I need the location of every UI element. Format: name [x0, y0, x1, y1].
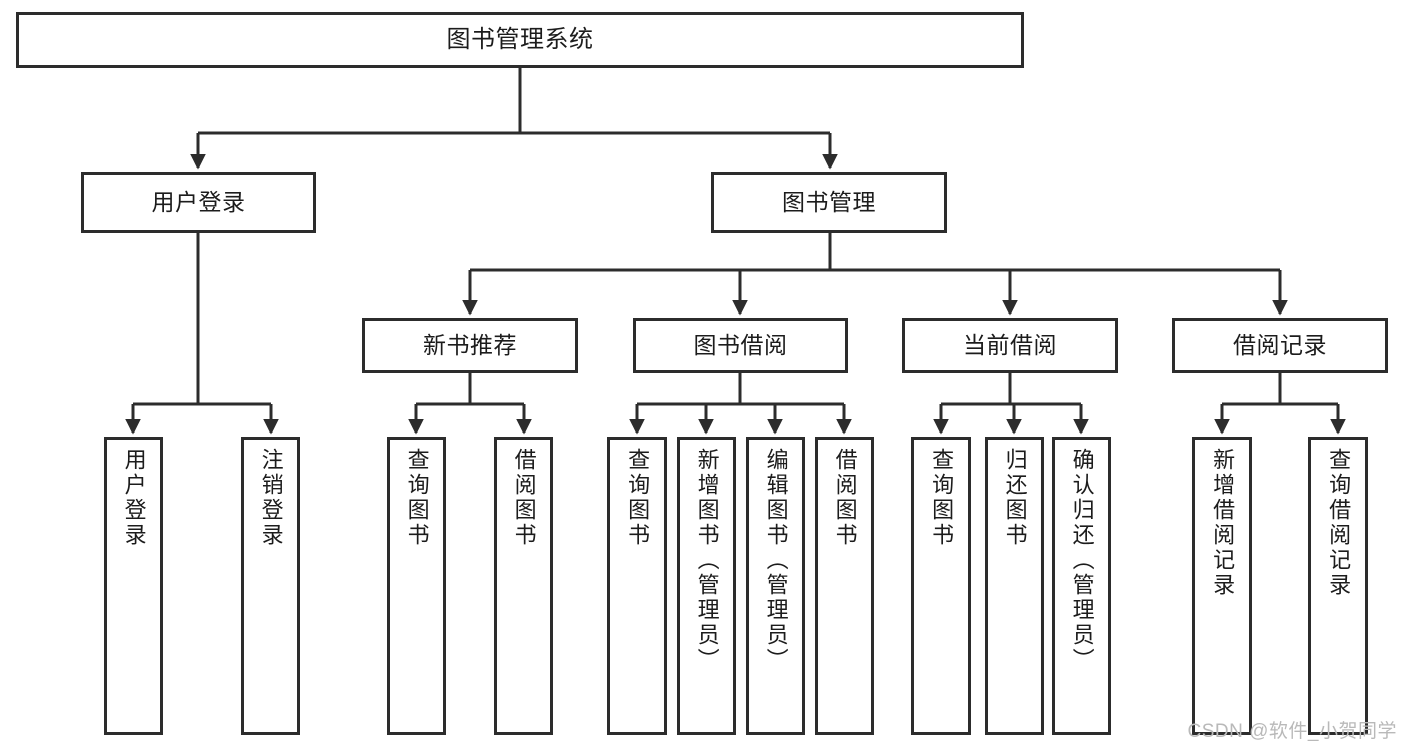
node-label: 图书管理	[782, 189, 876, 216]
node-leaf-return-book[interactable]: 归还图书	[985, 437, 1044, 735]
node-label: 借阅记录	[1233, 332, 1327, 359]
node-leaf-add-book-admin[interactable]: 新增图书（管理员）	[677, 437, 736, 735]
node-label: 图书管理系统	[446, 26, 594, 54]
node-user-login[interactable]: 用户登录	[81, 172, 316, 233]
node-label: 图书借阅	[693, 332, 788, 359]
node-leaf-query-book-borrow[interactable]: 查询图书	[607, 437, 667, 735]
node-borrow-record[interactable]: 借阅记录	[1172, 318, 1388, 373]
node-label: 用户登录	[121, 448, 147, 548]
node-leaf-borrow-book-recommend[interactable]: 借阅图书	[494, 437, 553, 735]
node-leaf-user-login[interactable]: 用户登录	[104, 437, 163, 735]
node-label: 借阅图书	[511, 448, 537, 548]
node-leaf-add-borrow-record[interactable]: 新增借阅记录	[1192, 437, 1252, 735]
node-label: 新增图书（管理员）	[694, 448, 720, 673]
node-leaf-borrow-book[interactable]: 借阅图书	[815, 437, 874, 735]
node-label: 确认归还（管理员）	[1069, 448, 1095, 673]
node-label: 新增借阅记录	[1210, 448, 1236, 598]
node-label: 归还图书	[1002, 448, 1028, 548]
node-label: 编辑图书（管理员）	[763, 448, 789, 673]
node-leaf-edit-book-admin[interactable]: 编辑图书（管理员）	[746, 437, 805, 735]
watermark-text: CSDN @软件_小贺同学	[1187, 721, 1397, 742]
node-new-book-recommend[interactable]: 新书推荐	[362, 318, 578, 373]
node-leaf-logout[interactable]: 注销登录	[241, 437, 300, 735]
node-label: 新书推荐	[423, 332, 517, 359]
node-leaf-query-book-current[interactable]: 查询图书	[911, 437, 971, 735]
node-label: 查询借阅记录	[1326, 448, 1352, 598]
node-label: 查询图书	[625, 448, 651, 548]
node-label: 注销登录	[258, 448, 284, 548]
node-label: 查询图书	[929, 448, 955, 548]
node-book-borrow[interactable]: 图书借阅	[633, 318, 848, 373]
node-label: 用户登录	[151, 189, 246, 216]
node-label: 当前借阅	[963, 332, 1057, 359]
node-leaf-query-book-recommend[interactable]: 查询图书	[387, 437, 446, 735]
node-book-management[interactable]: 图书管理	[711, 172, 947, 233]
node-leaf-query-borrow-record[interactable]: 查询借阅记录	[1308, 437, 1368, 735]
node-label: 查询图书	[404, 448, 430, 548]
node-leaf-confirm-return-admin[interactable]: 确认归还（管理员）	[1052, 437, 1111, 735]
node-label: 借阅图书	[832, 448, 858, 548]
node-root-system[interactable]: 图书管理系统	[16, 12, 1024, 68]
node-current-borrow[interactable]: 当前借阅	[902, 318, 1118, 373]
